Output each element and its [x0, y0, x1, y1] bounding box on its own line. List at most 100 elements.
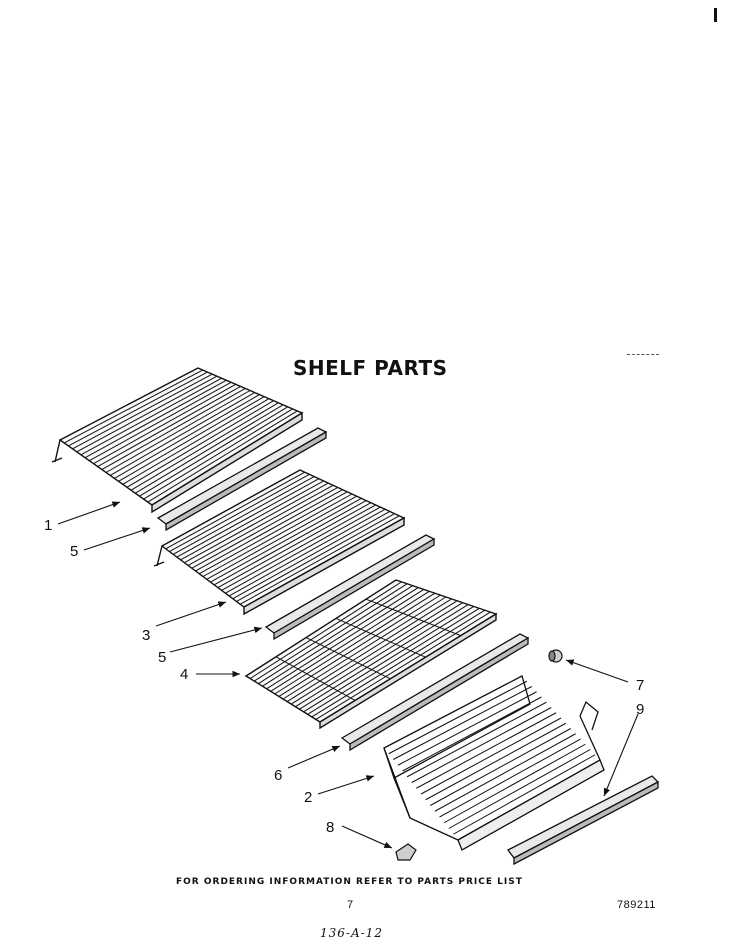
wire-rib	[286, 598, 452, 702]
wire-rib	[221, 504, 376, 591]
callout-9: 9	[636, 701, 644, 718]
wire-rib	[253, 583, 408, 682]
wire-rib	[335, 617, 426, 658]
wire-rib	[139, 406, 289, 497]
basket-trim-9	[507, 775, 660, 866]
wire-rib	[416, 712, 557, 789]
wire-rib	[305, 637, 391, 680]
wire-basket-2	[383, 675, 605, 851]
wire-rib	[262, 587, 419, 687]
wire-rib	[258, 585, 413, 685]
wire-rib	[266, 589, 425, 690]
wire-rib	[76, 375, 218, 453]
wire-rib	[315, 611, 491, 720]
wire-rib	[425, 722, 567, 801]
wire-rib	[430, 728, 571, 806]
wire-rib	[180, 480, 324, 561]
page-number: 7	[347, 899, 354, 911]
clip-8	[395, 843, 417, 861]
dash-mark	[627, 354, 659, 356]
callout-6: 6	[274, 767, 282, 784]
shelf-trim-lower	[264, 534, 436, 641]
wire-rib	[114, 394, 260, 479]
wire-rib	[147, 410, 298, 503]
wire-rib	[118, 396, 265, 482]
wire-rib	[80, 377, 222, 456]
callout-numbers: 1 5 3 5 4 6 2 8 7 9	[44, 517, 644, 836]
callout-5-upper: 5	[70, 543, 78, 560]
wire-rib	[101, 388, 246, 470]
wire-rib	[420, 717, 562, 795]
wire-rib	[228, 508, 386, 597]
wire-rib	[365, 598, 461, 637]
wire-rib	[397, 691, 537, 766]
wire-rib	[122, 398, 270, 485]
wire-shelf-3	[153, 469, 406, 616]
wire-rib	[184, 482, 329, 564]
wire-rib	[206, 495, 357, 580]
callout-7: 7	[636, 677, 644, 694]
callout-8: 8	[326, 819, 334, 836]
callout-2: 2	[304, 789, 312, 806]
wire-rib	[89, 381, 232, 462]
basket-trim-6	[340, 633, 530, 752]
wire-rib	[439, 738, 581, 818]
wire-rib	[282, 596, 447, 700]
wire-rib	[307, 607, 480, 715]
wire-rib	[97, 385, 241, 468]
wire-rib	[448, 749, 591, 829]
wire-rib	[232, 511, 391, 600]
wire-rib	[393, 686, 532, 760]
page-title: SHELF PARTS	[293, 356, 448, 380]
wire-rib	[176, 478, 320, 558]
leader-lines	[57, 501, 639, 849]
wire-rib	[130, 402, 279, 491]
wire-rib	[225, 506, 381, 594]
wire-rib	[202, 493, 353, 577]
wire-rib	[311, 609, 486, 718]
wire-rib	[290, 600, 458, 705]
wire-rib	[172, 476, 315, 555]
wire-rib	[443, 743, 586, 824]
wire-rib	[453, 754, 596, 835]
callout-3: 3	[142, 627, 150, 644]
wire-rib	[191, 487, 339, 569]
wire-rib	[143, 408, 293, 500]
wire-rib	[135, 404, 284, 494]
wire-rib	[169, 473, 310, 552]
wire-rib	[274, 592, 436, 695]
wire-rib	[217, 502, 372, 589]
wire-shelf-1	[51, 367, 304, 514]
wire-rib	[240, 515, 400, 605]
wire-rib	[93, 383, 237, 465]
corner-mark	[714, 8, 717, 22]
document-number: 789211	[617, 899, 656, 911]
wire-rib	[411, 707, 552, 783]
wire-rib	[249, 581, 402, 679]
wire-rib	[72, 373, 213, 450]
wire-rib	[270, 590, 430, 692]
wire-rib	[303, 606, 475, 713]
callout-4: 4	[180, 666, 188, 683]
wire-rib	[105, 390, 251, 473]
wire-rib	[299, 604, 469, 710]
wire-rib	[402, 696, 542, 772]
handwritten-note: 136-A-12	[320, 926, 383, 940]
grid-shelf-4	[244, 579, 498, 730]
wire-rib	[126, 400, 274, 488]
callout-5-lower: 5	[158, 649, 166, 666]
wire-rib	[109, 392, 255, 476]
end-cap-7	[548, 649, 563, 663]
shelf-trim-upper	[156, 427, 328, 532]
wire-rib	[187, 484, 334, 566]
wire-rib	[68, 371, 208, 447]
wire-rib	[213, 500, 367, 586]
wire-rib	[295, 602, 463, 708]
wire-rib	[434, 733, 576, 812]
wire-rib	[275, 656, 356, 701]
wire-rib	[406, 701, 547, 778]
wire-rib	[210, 497, 362, 583]
wire-rib	[236, 513, 395, 602]
